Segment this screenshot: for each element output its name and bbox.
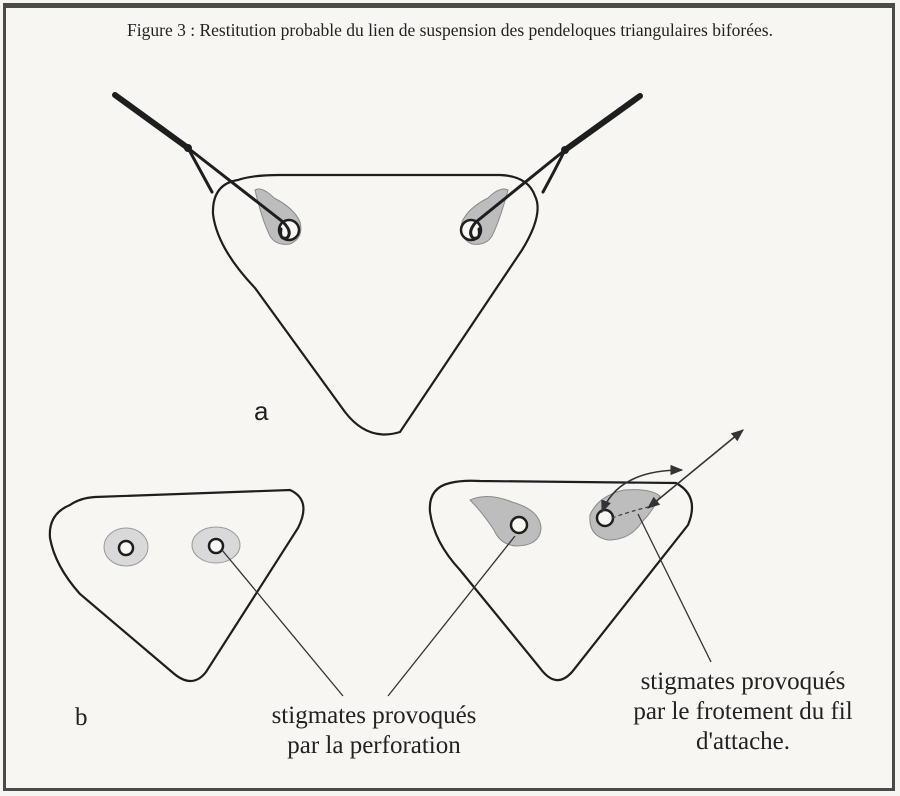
pendant-b-right-outline (428, 479, 694, 682)
leader-perforation-1 (221, 549, 344, 697)
figure-label-a: a (254, 396, 269, 426)
pendant-a-outline (211, 173, 539, 436)
figure-caption: Figure 3 : Restitution probable du lien … (127, 20, 773, 40)
suspension-cord-right (469, 93, 643, 240)
figure-frame (3, 3, 895, 791)
leader-friction (637, 513, 712, 663)
leader-perforation-2 (387, 535, 516, 697)
pendant-b-right (428, 429, 744, 682)
note-frottement-line-2: par le frotement du fil (633, 698, 853, 725)
hole-b-left-1 (117, 539, 135, 557)
note-frottement-line-1: stigmates provoqués (640, 668, 846, 695)
note-perforation: stigmates provoqués par la perforation (254, 701, 494, 761)
suspension-cord-left (112, 92, 291, 240)
pendant-a (112, 92, 643, 436)
hole-b-right-1 (509, 515, 529, 535)
hole-b-left-2 (207, 537, 225, 555)
note-perforation-line-1: stigmates provoqués (271, 702, 477, 729)
note-frottement: stigmates provoqués par le frotement du … (618, 667, 868, 757)
note-perforation-line-2: par la perforation (287, 732, 461, 759)
figure-label-b: b (75, 704, 88, 731)
note-frottement-line-3: d'attache. (695, 728, 791, 755)
leader-lines (221, 513, 712, 697)
straight-arrow (647, 429, 744, 509)
pendant-b-left (48, 488, 305, 683)
pendant-b-left-outline (48, 488, 305, 683)
hole-b-right-2 (595, 508, 615, 528)
stigma-friction-1 (469, 496, 542, 547)
